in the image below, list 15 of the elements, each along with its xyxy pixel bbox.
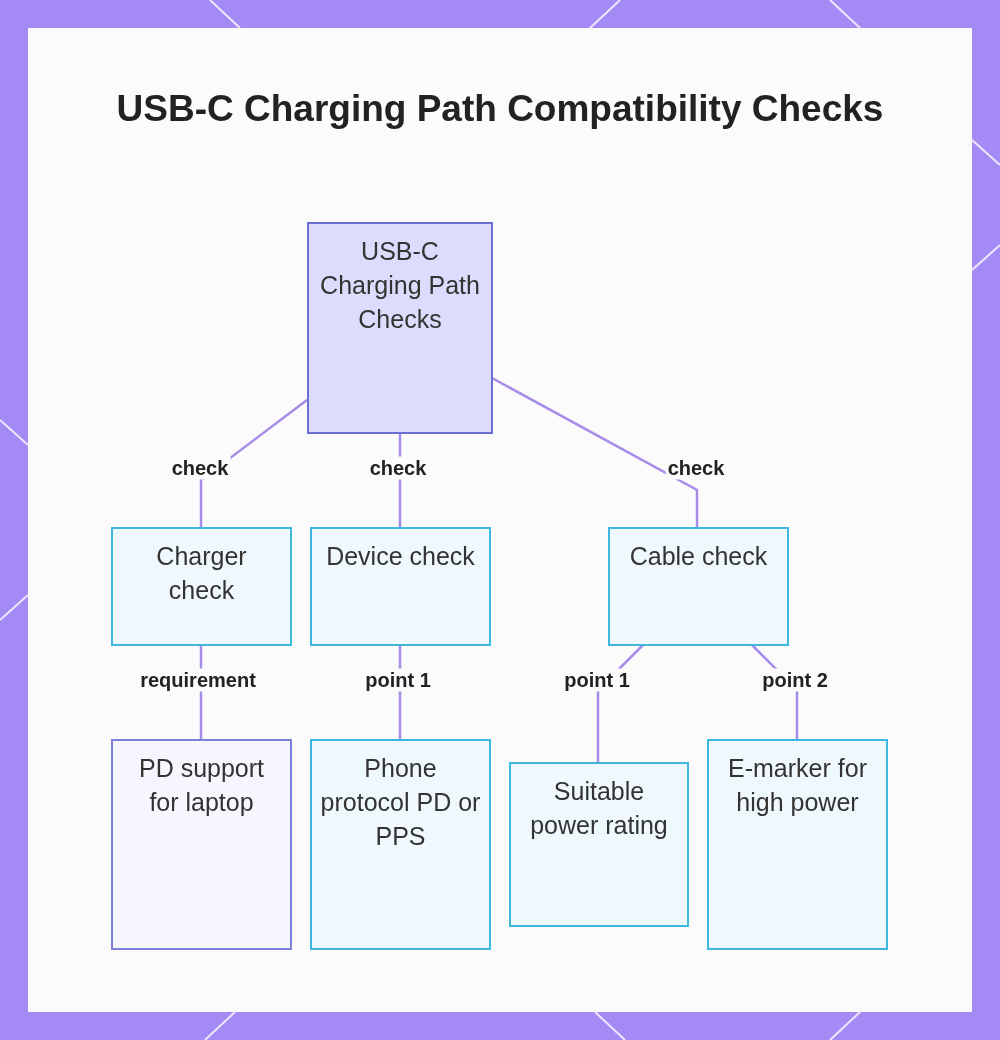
node-box: Cable check [608,527,789,646]
node-box: Phone protocol PD or PPS [310,739,491,950]
edge-label: check [169,456,231,480]
node-box: PD support for laptop [111,739,292,950]
edge-label: check [367,456,429,480]
node-box: Suitable power rating [509,762,689,927]
diagram-title: USB-C Charging Path Compatibility Checks [115,87,885,131]
edge-label: point 1 [562,668,632,692]
edge-label: requirement [138,668,258,692]
node-box: USB-C Charging Path Checks [307,222,493,434]
edge-label: point 1 [363,668,433,692]
node-box: Charger check [111,527,292,646]
node-box: Device check [310,527,491,646]
node-box: E-marker for high power [707,739,888,950]
edge-label: point 2 [760,668,830,692]
